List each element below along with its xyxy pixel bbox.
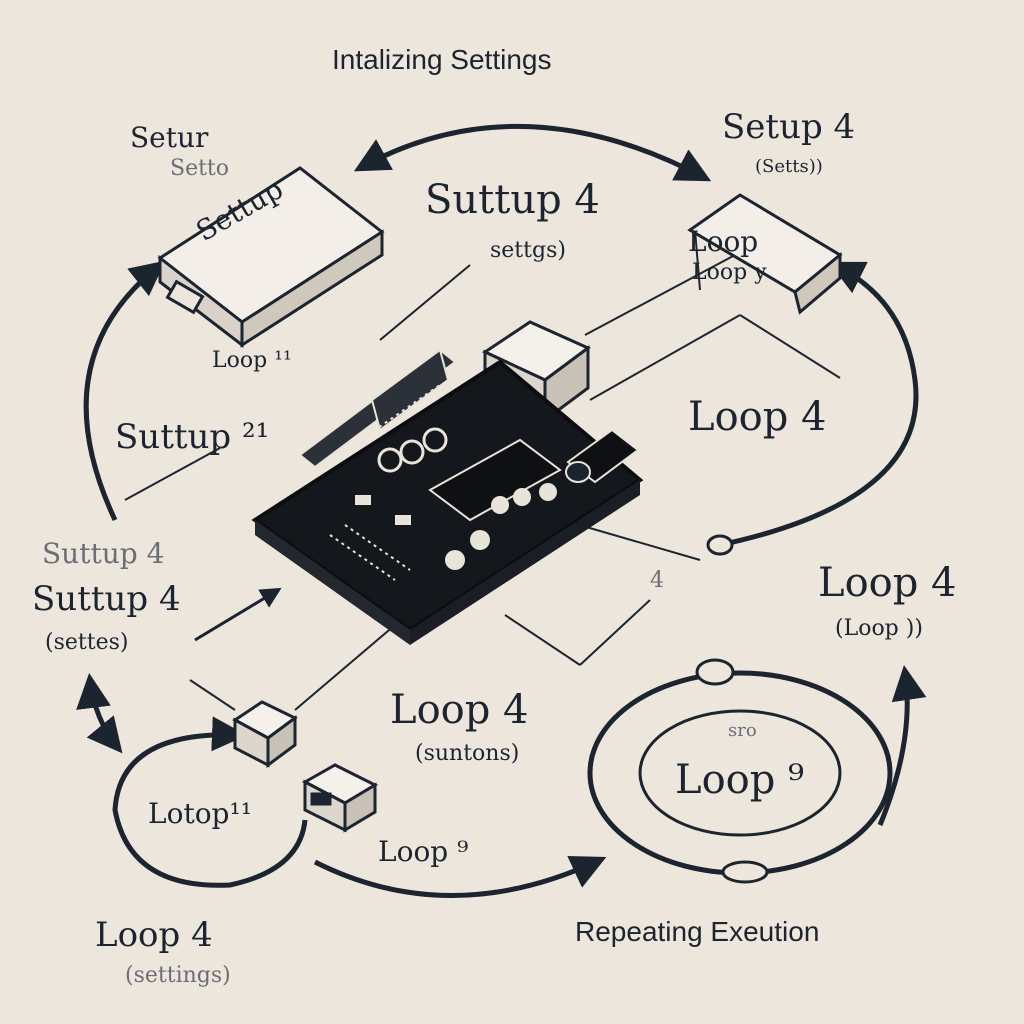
label-bottom-left-loop4: Loop 4 <box>95 915 213 955</box>
label-right-loop4-b: Loop 4 <box>818 560 957 606</box>
label-right-loop-a: Loop <box>688 225 759 258</box>
bottom-left-loop-arc <box>112 716 308 888</box>
arduino-board <box>251 348 644 645</box>
left-short-arrow <box>76 673 123 754</box>
label-bottom-loop-small: Loop ⁹ <box>378 835 469 868</box>
label-circle-tiny: sro <box>728 720 757 741</box>
loop-node-right <box>706 534 734 556</box>
top-cycle-arrow <box>353 123 712 182</box>
label-center-setup-sub: settgs) <box>490 238 566 263</box>
label-mid-loop4-sub: (suntons) <box>415 741 520 766</box>
label-bottom-left-sub: (settings) <box>125 963 231 988</box>
label-right-setup: Setup 4 <box>722 107 856 147</box>
loop-node-bottom <box>721 860 769 884</box>
setup-block <box>157 166 385 349</box>
label-right-loop-b: Loop y <box>692 260 767 285</box>
label-left-suttup: Suttup 4 <box>32 579 181 619</box>
left-cycle-arrow <box>83 260 166 522</box>
label-right-loop4: Loop 4 <box>688 394 827 440</box>
label-setto: Setto <box>170 156 230 181</box>
label-left-suttup-sub: (settes) <box>45 630 129 655</box>
loop-inner-ring <box>638 709 842 837</box>
label-left-settup: Suttup ²¹ <box>115 417 270 457</box>
small-cube-2 <box>301 763 379 833</box>
label-left-loop-small: Loop ¹¹ <box>212 348 292 373</box>
label-setur: Setur <box>130 121 209 154</box>
label-mid-loop4: Loop 4 <box>390 687 529 733</box>
label-circle-loop: Loop ⁹ <box>675 757 805 803</box>
label-right-setup-sub: (Setts)) <box>755 156 823 177</box>
label-mid-tiny: 4 <box>650 568 664 593</box>
diagram-title: Intalizing Settings <box>332 44 552 75</box>
small-cube-1 <box>232 700 298 768</box>
label-bottom-lotop: Lotop¹¹ <box>148 797 252 830</box>
diagram-footer: Repeating Exeution <box>575 916 820 947</box>
label-left-suttup-faded: Suttup 4 <box>42 537 165 570</box>
label-center-setup: Suttup 4 <box>425 177 600 223</box>
loop-node-top <box>695 658 735 686</box>
right-up-arrow <box>877 665 927 826</box>
right-cycle-arrow <box>719 261 919 548</box>
label-right-loop4-b-sub: (Loop )) <box>835 616 923 641</box>
bottom-arrow <box>313 855 607 898</box>
